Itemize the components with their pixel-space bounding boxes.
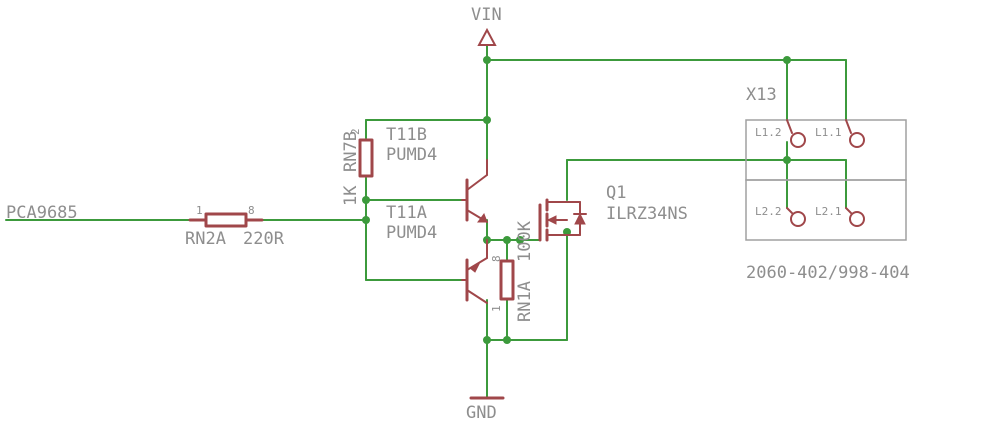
junction-input bbox=[362, 216, 370, 224]
q1-diode-icon bbox=[574, 212, 586, 225]
x13-name: X13 bbox=[746, 85, 777, 105]
wires bbox=[5, 44, 847, 399]
t11b-arrow-icon bbox=[477, 212, 488, 223]
x13-bottom-block bbox=[745, 179, 907, 241]
q1-arrow-icon bbox=[546, 215, 557, 225]
t11b-value: PUMD4 bbox=[386, 145, 437, 165]
junction-gate-b bbox=[503, 236, 511, 244]
resistor-rn1a: 8 1 RN1A 100K bbox=[490, 220, 535, 322]
rn1a-pin-b: 1 bbox=[490, 305, 503, 312]
x13-pin-l12-icon bbox=[790, 132, 806, 148]
junction-gnd-b bbox=[503, 336, 511, 344]
x13-l11-lead bbox=[845, 119, 852, 134]
x13-pin-l22-label: L2.2 bbox=[755, 205, 782, 218]
junction-t11b-base bbox=[362, 196, 370, 204]
junction-t11b-top bbox=[483, 116, 491, 124]
pca9685-label: PCA9685 bbox=[6, 203, 78, 223]
resistor-rn2a: 1 8 RN2A 220R bbox=[185, 204, 285, 249]
vin-symbol: VIN bbox=[471, 5, 502, 46]
rn1a-body-icon bbox=[499, 259, 515, 301]
x13-pin-l21-label: L2.1 bbox=[815, 205, 842, 218]
x13-l21-lead bbox=[845, 207, 852, 214]
rn2a-name: RN2A bbox=[185, 229, 226, 249]
junction-vin bbox=[483, 56, 491, 64]
x13-pin-l12-label: L1.2 bbox=[755, 126, 782, 139]
rn2a-pin-a: 1 bbox=[196, 204, 203, 217]
x13-pin-l11-icon bbox=[849, 132, 865, 148]
junction-gnd-a bbox=[483, 336, 491, 344]
transistor-t11a: T11A PUMD4 bbox=[386, 203, 488, 304]
rn2a-pin-b: 8 bbox=[248, 204, 255, 217]
rn2a-value: 220R bbox=[243, 229, 285, 249]
t11a-name: T11A bbox=[386, 203, 427, 223]
q1-name: Q1 bbox=[606, 183, 626, 203]
rn1a-name: RN1A bbox=[515, 281, 535, 322]
x13-part-number: 2060-402/998-404 bbox=[746, 263, 910, 283]
rn2a-body-icon bbox=[204, 212, 248, 228]
x13-l12-lead bbox=[786, 119, 793, 134]
rn7b-body-icon bbox=[358, 138, 374, 178]
vin-label: VIN bbox=[471, 5, 502, 25]
rn1a-pin-a: 8 bbox=[490, 255, 503, 262]
t11a-arrow-icon bbox=[469, 262, 481, 273]
t11b-name: T11B bbox=[386, 125, 427, 145]
transistor-t11b: T11B PUMD4 bbox=[386, 125, 488, 223]
junction-x13-top bbox=[783, 56, 791, 64]
rn7b-value: 1K bbox=[341, 185, 361, 206]
t11a-collector-lead bbox=[466, 289, 488, 304]
gnd-label: GND bbox=[466, 403, 497, 423]
x13-pin-l22-icon bbox=[790, 211, 806, 227]
rn7b-pin: 2 bbox=[349, 128, 362, 135]
resistor-rn7b: 2 RN7B 1K bbox=[341, 128, 374, 206]
x13-l22-lead bbox=[786, 207, 793, 214]
x13-pin-l11-label: L1.1 bbox=[815, 126, 842, 139]
gnd-symbol: GND bbox=[466, 396, 505, 423]
rn7b-name: RN7B bbox=[341, 131, 361, 172]
t11a-value: PUMD4 bbox=[386, 223, 437, 243]
junction-drain bbox=[783, 156, 791, 164]
x13-pin-l21-icon bbox=[849, 211, 865, 227]
t11b-collector-lead bbox=[466, 174, 488, 191]
q1-value: ILRZ34NS bbox=[606, 204, 688, 224]
rn1a-value: 100K bbox=[515, 220, 535, 262]
vin-arrow-icon bbox=[477, 27, 497, 46]
mosfet-q1: Q1 ILRZ34NS bbox=[538, 183, 688, 242]
junction-gate-c bbox=[516, 236, 524, 244]
connector-x13: X13 2060-402/998-404 L1.2 L1.1 L2.2 L2.1 bbox=[745, 85, 910, 283]
